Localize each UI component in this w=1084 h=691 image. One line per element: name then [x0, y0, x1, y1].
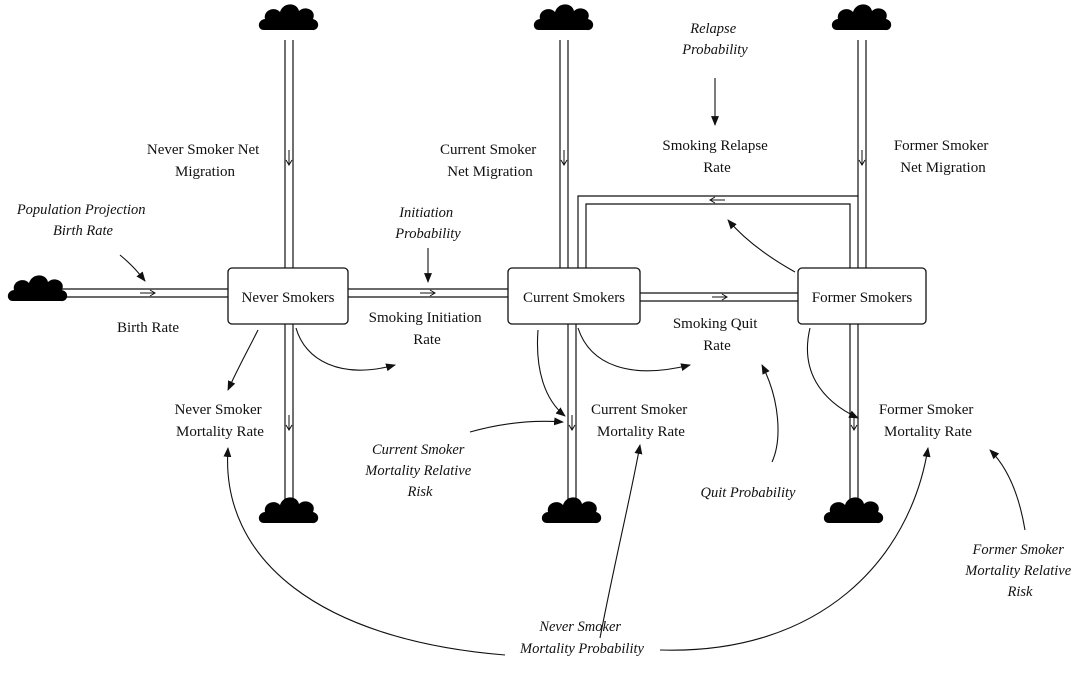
- cloud-former-mortality-sink: [823, 497, 884, 524]
- former-smoker-mortality-relative-risk-label: Former Smoker Mortality Relative Risk: [964, 542, 1075, 600]
- link-former-rr: [989, 449, 1026, 531]
- never-smoker-net-migration-label: Never Smoker Net Migration: [147, 142, 263, 180]
- stock-current-smokers: Current Smokers: [507, 267, 641, 325]
- current-smoker-mortality-relative-risk-label: Current Smoker Mortality Relative Risk: [364, 442, 475, 500]
- variable-labels: Birth Rate Never Smoker Net Migration Sm…: [16, 21, 1075, 657]
- stock-never-smokers: Never Smokers: [227, 267, 349, 325]
- former-smoker-mortality-pipe: [849, 324, 859, 500]
- link-current-quit: [577, 327, 691, 372]
- former-smokers-label: Former Smokers: [812, 290, 913, 306]
- smoking-initiation-rate-label: Smoking Initiation Rate: [369, 310, 486, 348]
- flow-pipes: [58, 40, 867, 500]
- current-smoker-mortality-pipe: [567, 324, 577, 500]
- cloud-birth-source: [7, 275, 68, 302]
- relapse-probability-label: Relapse Probability: [681, 21, 748, 58]
- smoking-quit-pipe: [640, 292, 798, 302]
- never-smoker-mortality-pipe: [284, 324, 294, 500]
- current-smoker-migration-pipe: [559, 40, 569, 268]
- causal-links: [119, 78, 1026, 656]
- link-nsmp-never: [223, 447, 506, 656]
- link-never-mortality: [227, 329, 259, 391]
- stock-former-smokers: Former Smokers: [797, 267, 927, 325]
- population-projection-birth-rate-label: Population Projection Birth Rate: [16, 202, 149, 239]
- smoking-relapse-rate-label: Smoking Relapse Rate: [662, 138, 771, 176]
- smoking-relapse-pipe: [577, 195, 859, 268]
- smoking-initiation-pipe: [348, 288, 508, 298]
- link-quit-prob: [761, 364, 779, 463]
- never-smokers-label: Never Smokers: [242, 290, 335, 306]
- cloud-current-mortality-sink: [541, 497, 602, 524]
- flow-direction-marks: [140, 150, 866, 431]
- former-smoker-migration-pipe: [857, 40, 867, 268]
- never-smoker-mortality-probability-label: Never Smoker Mortality Probability: [519, 619, 644, 657]
- cloud-current-migration-source: [533, 4, 594, 31]
- link-never-initiation: [295, 327, 396, 372]
- never-smoker-mortality-rate-label: Never Smoker Mortality Rate: [175, 402, 266, 440]
- cloud-never-migration-source: [258, 4, 319, 31]
- link-current-rr: [469, 417, 564, 433]
- link-former-mortality: [806, 327, 859, 419]
- current-smoker-mortality-rate-label: Current Smoker Mortality Rate: [591, 402, 691, 440]
- link-nsmp-current: [599, 444, 643, 639]
- birth-rate-pipe: [58, 288, 228, 298]
- never-smoker-migration-pipe: [284, 40, 294, 268]
- birth-rate-label: Birth Rate: [117, 320, 179, 336]
- link-current-mortality: [536, 329, 566, 417]
- quit-probability-label: Quit Probability: [701, 485, 796, 501]
- link-nsmp-former: [659, 447, 931, 651]
- link-former-relapse: [727, 219, 796, 273]
- current-smokers-label: Current Smokers: [523, 290, 625, 306]
- smoking-quit-rate-label: Smoking Quit Rate: [673, 316, 761, 354]
- former-smoker-mortality-rate-label: Former Smoker Mortality Rate: [879, 402, 977, 440]
- cloud-never-mortality-sink: [258, 497, 319, 524]
- initiation-probability-label: Initiation Probability: [394, 205, 461, 242]
- former-smoker-net-migration-label: Former Smoker Net Migration: [894, 138, 992, 176]
- cloud-former-migration-source: [831, 4, 892, 31]
- link-population-birth: [119, 254, 146, 282]
- current-smoker-net-migration-label: Current Smoker Net Migration: [440, 142, 540, 180]
